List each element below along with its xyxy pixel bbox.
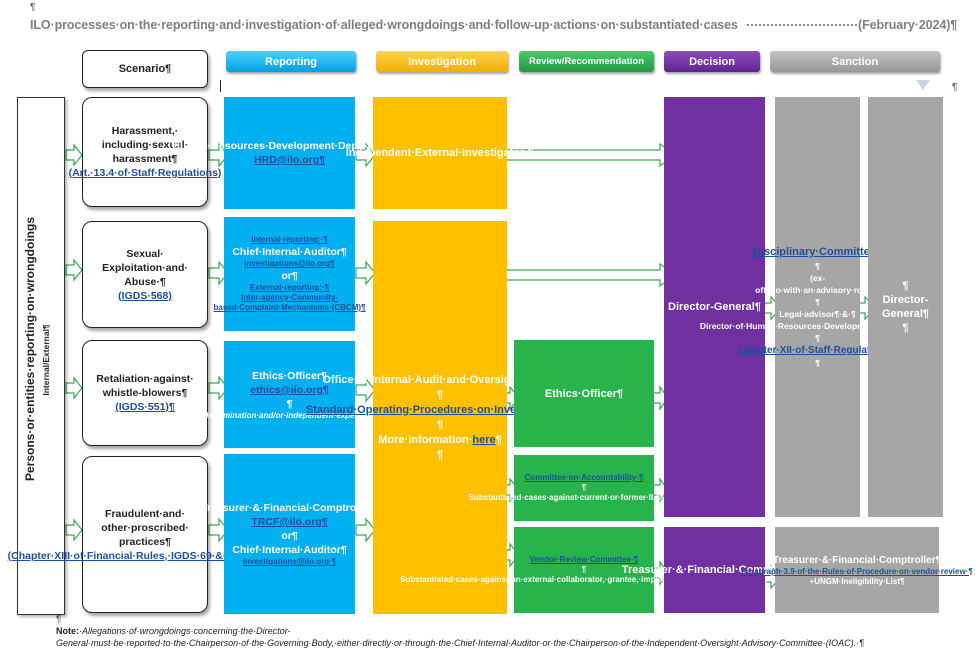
ethics-email-link[interactable]: ethics@ilo.org¶	[250, 383, 329, 396]
more-info-here-link[interactable]: here	[472, 433, 496, 446]
reporters-sublabel: Internal/External¶	[41, 324, 51, 396]
investigation-external-box: Independent·External·Investigator·¶	[346, 97, 534, 209]
decision-treasurer-box: Treasurer·&·Financial·Comptroller¶	[622, 527, 807, 613]
scenario-harassment: Harassment,·including·sexual·harassment¶…	[69, 97, 221, 207]
reporting-treasurer-box: Treasurer·&·Financial·Comptroller¶ TRCF@…	[201, 454, 378, 614]
reporting-ethics-box: Ethics·Officer¶ ethics@ilo.org¶ ¶ (prima…	[155, 341, 424, 448]
vrc-link[interactable]: Vendor·Review·Committee·¶	[529, 555, 639, 564]
document-title: ILO·processes·on·the·reporting·and·inves…	[30, 18, 738, 32]
reporting-header: Reporting	[226, 51, 356, 72]
cbcm-link[interactable]: Inter-agency·Community-based·Complaint·M…	[213, 293, 366, 312]
reporting-iao-box: Internal·reporting:·¶ Chief·Internal·Aud…	[214, 217, 366, 331]
scenario-sexual-exploitation: Sexual·Exploitation·and·Abuse·¶ (IGDS·56…	[82, 221, 208, 328]
scenario-header: Scenario¶	[82, 50, 208, 88]
review-ethics-box: Ethics·Officer¶	[514, 340, 654, 447]
bottom-pilcrow: ¶	[56, 614, 62, 625]
decision-header: Decision	[664, 51, 760, 72]
igds-568-link[interactable]: (IGDS·568)	[118, 289, 172, 302]
review-vrc-box: Vendor·Review·Committee·¶ ¶ Substantiate…	[400, 527, 768, 613]
staff-regulations-link[interactable]: (Art.·13.4·of·Staff·Regulations)	[68, 167, 222, 179]
reporting-hrd-box: Human·Resources·Development·Dept.·(HRD)·…	[172, 97, 407, 209]
igds-551-link[interactable]: (IGDS·551)¶	[115, 401, 175, 413]
financial-rules-link[interactable]: (Chapter·XIII·of·Financial·Rules,·IGDS·6…	[7, 549, 283, 562]
title-leader-dots	[747, 24, 857, 26]
investigation-header: Investigation	[376, 51, 508, 72]
scenario-retaliation: Retaliation·against·whistle-blowers¶ (IG…	[82, 340, 208, 446]
side-pilcrow: ¶	[952, 82, 958, 93]
reporters-side-box: Persons·or·entities·reporting·on·wrongdo…	[17, 97, 65, 615]
disciplinary-committee-link[interactable]: Disciplinary·Committee¶	[753, 246, 882, 258]
sop-investigations-link[interactable]: Standard·Operating·Procedures·on·Investi…	[305, 403, 575, 416]
sanction-tfc-box: Treasurer·&·Financial·Comptroller¶ Parag…	[741, 527, 973, 613]
review-header: Review/Recommendation	[519, 51, 654, 72]
vendor-review-rules-link[interactable]: Paragraph·3.9·of·the·Rules·of·Procedure·…	[741, 566, 973, 576]
investigations-email-link[interactable]: investigations@ilo.org¶	[244, 259, 335, 268]
sanction-dg-box: ¶ Director-General¶ ¶	[868, 97, 943, 517]
hrd-email-link[interactable]: HRD@ilo.org¶	[254, 154, 325, 166]
document-date: (February·2024)¶	[858, 18, 958, 32]
sanction-header: Sanction	[770, 51, 940, 72]
sanction-dc-box: Disciplinary·Committee¶ ¶ (ex-officio·wi…	[700, 97, 935, 517]
investigation-iao-box: Office·of·Internal·Audit·and·Oversight·(…	[306, 221, 574, 614]
scenario-fraud: Fraudulent·and·other·proscribed·practice…	[8, 456, 282, 613]
investigations-email-link-2[interactable]: investigations@ilo.org·¶	[242, 557, 337, 566]
text-cursor	[220, 80, 221, 92]
chapter-xii-link[interactable]: Chapter·XII·of·Staff·Regulations¶	[738, 345, 897, 356]
review-coa-box: Committee·on·Accountability·¶ ¶ Substant…	[469, 455, 699, 521]
footnote: Note:·Allegations·of·wrongdoings·concern…	[56, 626, 864, 648]
decision-dg-box: Director-General¶	[664, 97, 765, 517]
coa-link[interactable]: Committee·on·Accountability·¶	[524, 473, 644, 482]
trcf-email-link[interactable]: TRCF@ilo.org¶	[251, 516, 328, 528]
top-pilcrow: ¶	[30, 2, 36, 13]
